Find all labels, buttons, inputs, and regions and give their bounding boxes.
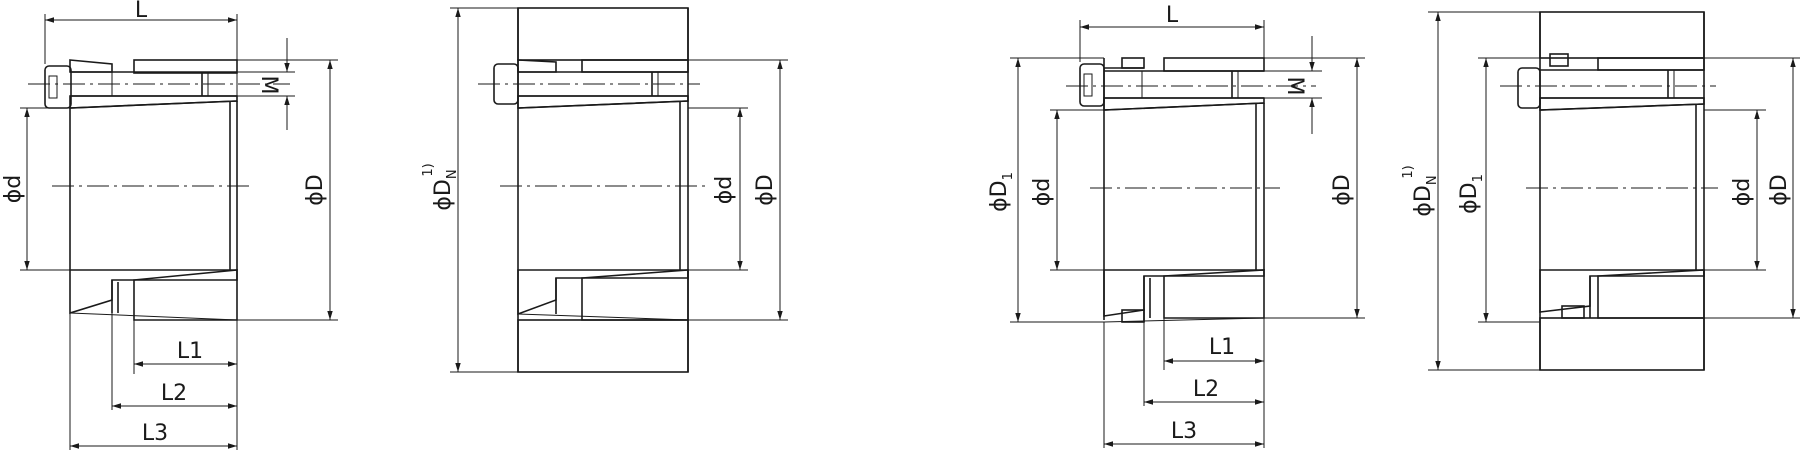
v3-screw-socket [1083,73,1093,97]
view-4-variant-mounted-in-hub: ϕDN 1) ϕD1 ϕd ϕD [1401,11,1800,371]
v4-hub-top-hatch [1539,11,1705,59]
v2-hub-bottom-hatch [517,319,689,373]
v3-top-outer-ring-hatch [1163,57,1265,72]
view-1-element-dimensions: L M ϕd ϕD L1 L2 L3 [1,0,338,450]
v1-bottom-outer-ring-hatch [133,269,238,321]
v1-label-d: ϕd [1,175,26,203]
v2-label-d: ϕd [712,176,737,204]
v2-label-DN: ϕDN [431,169,460,210]
v3-label-d: ϕd [1030,178,1055,206]
v4-top-outer-ring-hatch [1597,57,1705,71]
v2-top-inner-ring-hatch [517,59,557,73]
v3-top-ring-block-hatch [1121,57,1145,69]
v2-footnote-marker: 1) [421,163,436,176]
v4-footnote-marker: 1) [1401,165,1416,178]
v4-screw-head [1517,67,1541,109]
v1-bottom-inner-ring-hatch [69,269,238,315]
v4-label-DN: ϕDN [1411,175,1440,216]
v1-label-L2: L2 [161,381,187,406]
v4-label-D: ϕD [1767,174,1792,205]
v3-bottom-outer-ring-hatch [1163,269,1265,319]
v1-label-D: ϕD [303,174,328,205]
v3-label-L: L [1166,3,1179,28]
v4-label-D1: ϕD1 [1457,174,1486,214]
v2-top-outer-ring-hatch [581,59,689,73]
v1-screw-socket [48,75,58,99]
v1-label-L: L [135,0,148,23]
v4-label-d: ϕd [1730,178,1755,206]
v4-bottom-outer-ring-hatch [1597,269,1705,319]
v3-label-L3: L3 [1171,419,1197,444]
v3-label-L2: L2 [1193,377,1219,402]
view-3-variant-element-dimensions: L M ϕD1 ϕd ϕD L1 L2 L3 [987,3,1365,448]
view-2-mounted-in-hub: ϕDN 1) ϕd ϕD [421,7,788,373]
v3-label-D1: ϕD1 [987,172,1016,212]
v2-hub-top-hatch [517,7,689,61]
v1-top-inner-ring-hatch [69,59,113,73]
v1-top-outer-ring-hatch [133,59,238,74]
v4-top-taper-hatch [1539,97,1705,111]
v4-top-ring-block-hatch [1549,53,1569,67]
v4-hub-bottom-hatch [1539,317,1705,371]
v2-label-D: ϕD [753,174,778,205]
v3-label-M: M [1282,77,1307,96]
v3-label-D: ϕD [1330,174,1355,205]
v4-bottom-ring-block-hatch [1561,305,1585,319]
v1-label-L1: L1 [177,339,203,364]
v3-bottom-inner-ring-hatch [1103,269,1265,317]
v1-label-M: M [256,76,281,95]
v1-label-L3: L3 [142,421,168,446]
v3-label-L1: L1 [1209,335,1235,360]
